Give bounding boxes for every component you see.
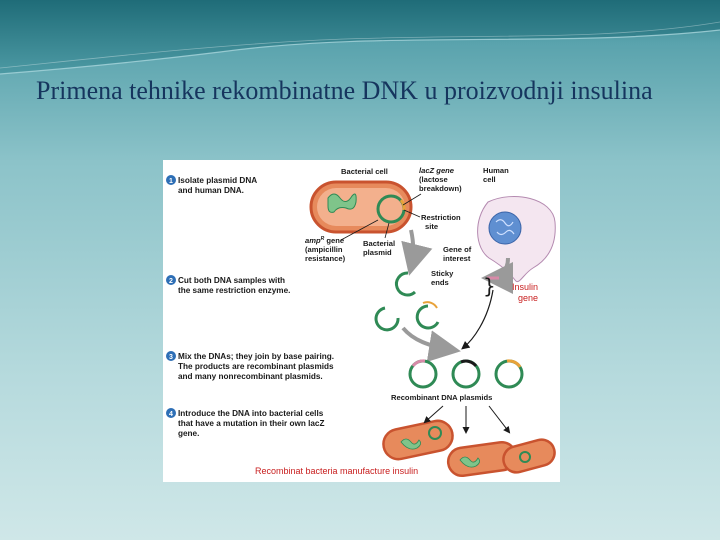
step-4-number: 4: [169, 411, 173, 418]
label-bacterial-plasmid-line-2: plasmid: [363, 248, 392, 257]
step-3: 3 Mix the DNAs; they join by base pairin…: [166, 351, 334, 381]
step-1-badge: [166, 175, 176, 185]
label-ampr-line-2: (ampicillin: [305, 245, 343, 254]
step-1-number: 1: [169, 178, 173, 185]
step-1: 1 Isolate plasmid DNA and human DNA.: [166, 175, 257, 195]
label-restriction-site-line-1: Restriction: [421, 213, 461, 222]
label-ampr-line-3: resistance): [305, 254, 346, 263]
step-3-badge: [166, 351, 176, 361]
step-2-text-line-2: the same restriction enzyme.: [178, 286, 290, 295]
label-insulin-gene-line-2: gene: [518, 293, 538, 303]
step-2-number: 2: [169, 278, 173, 285]
step-2: 2 Cut both DNA samples with the same res…: [166, 275, 290, 295]
label-gene-of-interest-line-2: interest: [443, 254, 471, 263]
step-4: 4 Introduce the DNA into bacterial cells…: [166, 408, 324, 438]
label-gene-of-interest-line-1: Gene of: [443, 245, 472, 254]
label-lacz-line-2: (lactose: [419, 175, 448, 184]
step-3-text-line-3: and many nonrecombinant plasmids.: [178, 372, 323, 381]
cut-plasmid: [395, 271, 417, 297]
insulin-recombinant-dna-figure: 1 Isolate plasmid DNA and human DNA. 2 C…: [163, 160, 560, 482]
label-recombinant-plasmids: Recombinant DNA plasmids: [391, 393, 492, 402]
lacz-pointer-line: [402, 193, 422, 206]
bacterial-plasmid-pointer-line: [384, 222, 390, 239]
label-bacterial-cell: Bacterial cell: [341, 167, 388, 176]
insulin-gene-fragment: }: [483, 274, 499, 298]
slide-title: Primena tehnike rekombinatne DNK u proiz…: [36, 76, 653, 105]
recombinant-bacteria: [382, 419, 556, 478]
step-4-text-line-1: Introduce the DNA into bacterial cells: [178, 409, 324, 418]
step-1-text-line-1: Isolate plasmid DNA: [178, 176, 257, 185]
step-1-text-line-2: and human DNA.: [178, 186, 244, 195]
label-sticky-ends-line-2: ends: [431, 278, 449, 287]
arrow-to-bacteria-right: [488, 405, 511, 434]
figure-caption: Recombinat bacteria manufacture insulin: [255, 466, 418, 476]
cut-plasmids-row: [374, 301, 440, 332]
step-4-text-line-3: gene.: [178, 429, 199, 438]
label-lacz-line-1: lacZ gene: [419, 166, 455, 175]
step-2-text-line-1: Cut both DNA samples with: [178, 276, 285, 285]
step-3-number: 3: [169, 354, 173, 361]
label-ampr-line-1: ampR gene: [305, 236, 344, 245]
label-human-cell-line-1: Human: [483, 166, 509, 175]
human-cell-illustration: [477, 195, 556, 282]
label-insulin-gene-line-1: Insulin: [512, 282, 538, 292]
label-human-cell-line-2: cell: [483, 175, 496, 184]
recombinant-plasmids-row: [408, 359, 524, 389]
step-4-text-line-2: that have a mutation in their own lacZ: [178, 419, 324, 428]
step-2-badge: [166, 275, 176, 285]
restriction-pointer-line: [403, 209, 421, 218]
slide-header-swoosh: [0, 0, 720, 75]
step-4-badge: [166, 408, 176, 418]
bacterial-cell-illustration: [309, 180, 413, 234]
step-3-text-line-2: The products are recombinant plasmids: [178, 362, 334, 371]
step-3-text-line-1: Mix the DNAs; they join by base pairing.: [178, 352, 334, 361]
label-restriction-site-line-2: site: [425, 222, 438, 231]
label-sticky-ends-line-1: Sticky: [431, 269, 454, 278]
arrow-insulin-to-mix: [461, 289, 494, 350]
ampr-pointer-line: [340, 219, 379, 241]
label-lacz-line-3: breakdown): [419, 184, 462, 193]
arrow-to-cut-plasmid: [401, 229, 433, 276]
label-bacterial-plasmid-line-1: Bacterial: [363, 239, 395, 248]
insulin-brace: }: [483, 274, 496, 298]
arrow-to-bacteria-left: [423, 405, 444, 424]
arrow-plasmids-to-mix: [401, 326, 461, 363]
